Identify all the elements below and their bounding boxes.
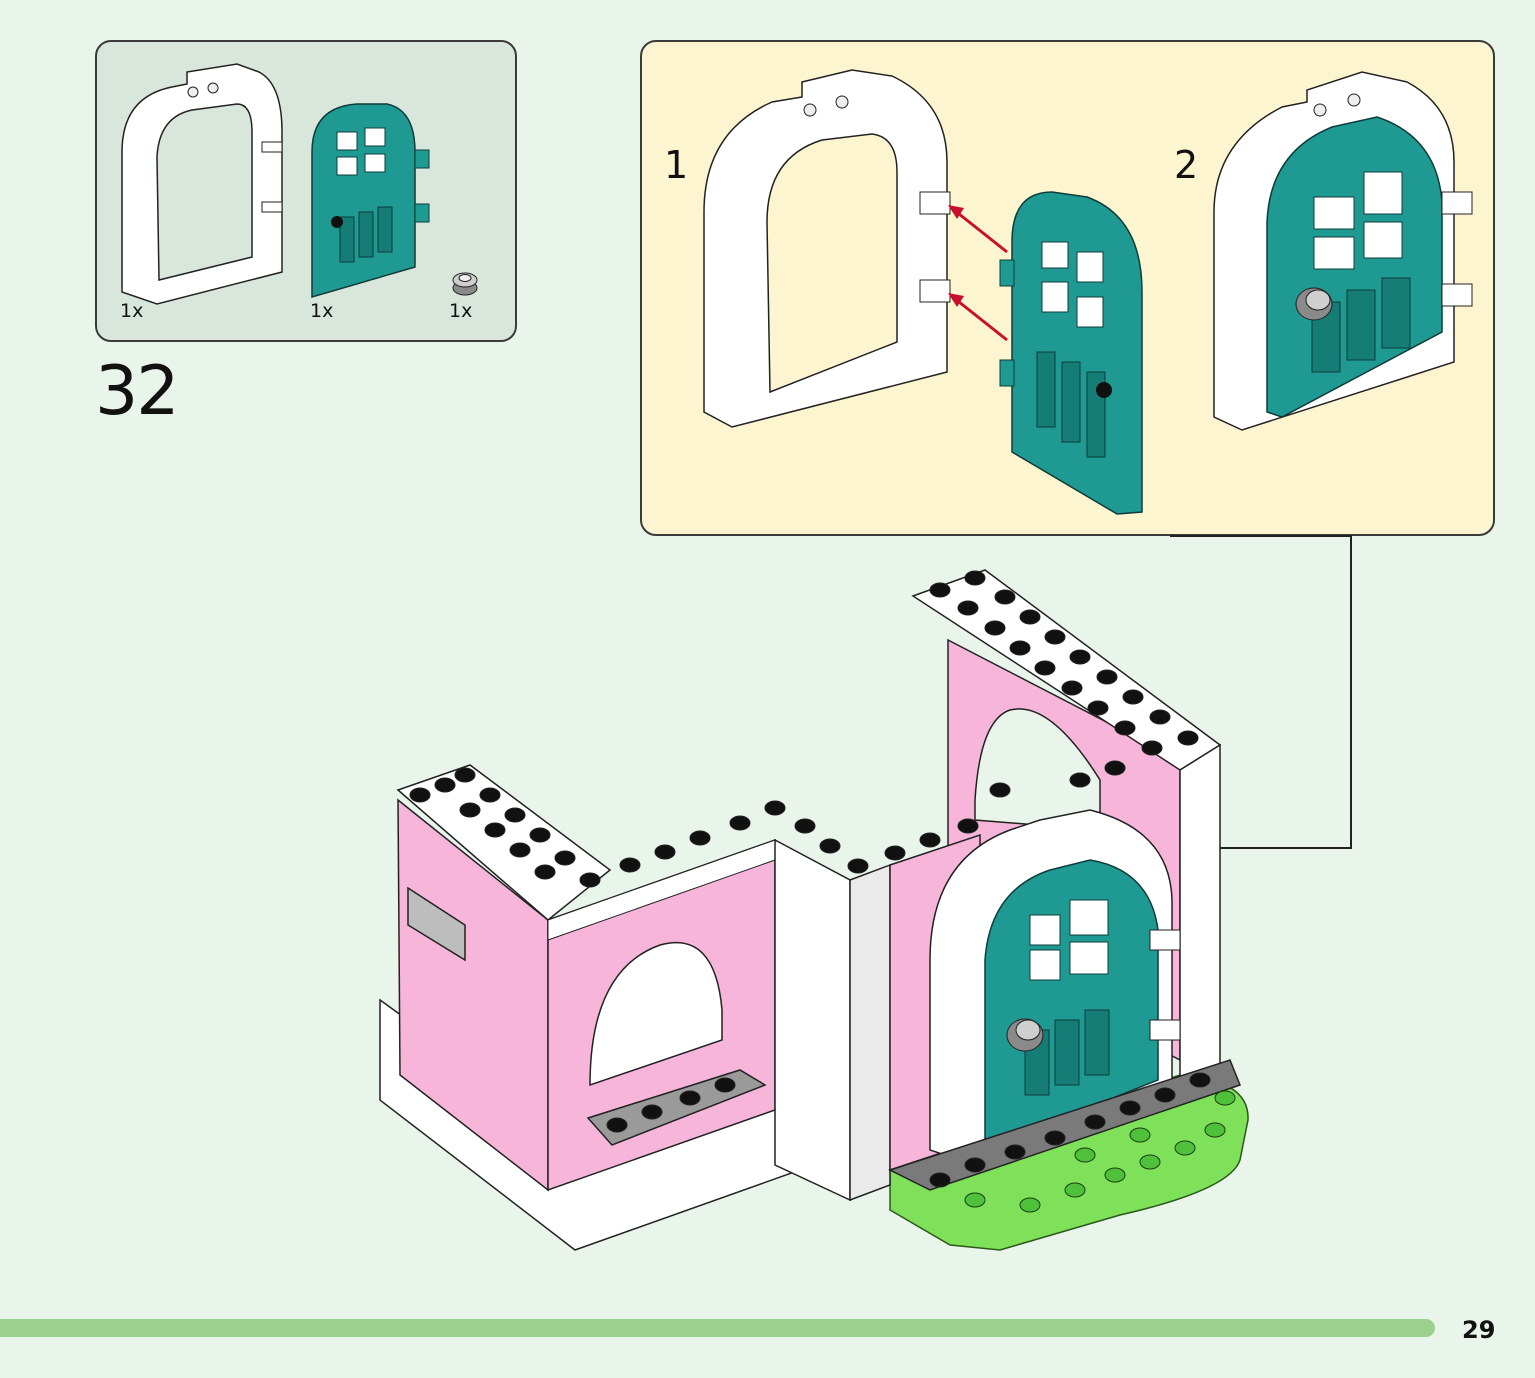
page-number: 29 [1462,1316,1496,1344]
round-stud-icon [452,272,478,296]
substep-1-illustration [703,69,1143,515]
parts-list-box: 1x 1x 1x [95,40,517,342]
step-number: 32 [95,352,180,431]
part-quantity: 1x [120,300,144,322]
white-pillar [774,838,851,1202]
substep-label: 2 [1174,143,1199,187]
progress-bar [0,1319,1435,1337]
part-quantity: 1x [310,300,334,322]
teal-door-icon [311,103,430,298]
substep-label: 1 [664,143,689,187]
arch-window [589,941,723,1087]
left-wall-top [396,764,612,921]
substep-2-illustration [1213,71,1473,431]
arch-door-frame-icon [121,63,283,305]
green-stud-group [964,1090,1236,1213]
stud-group [409,570,1211,1188]
vent-grille [407,886,466,962]
part-quantity: 1x [449,300,473,322]
substep-callout-box: 1 2 [640,40,1495,536]
